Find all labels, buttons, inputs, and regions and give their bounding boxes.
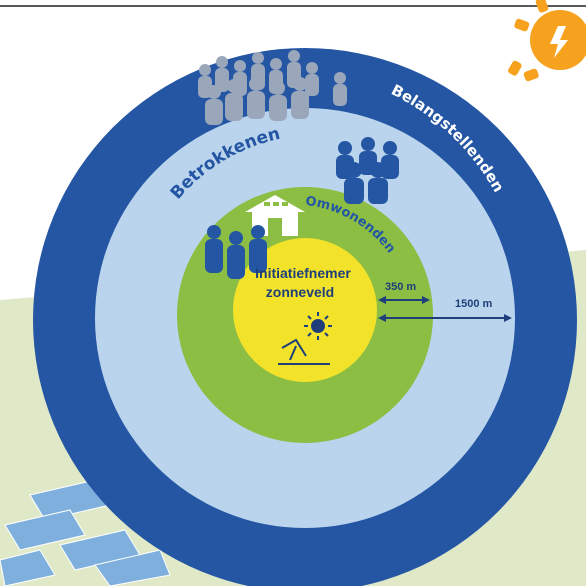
people-group-icon-omwonenden: [205, 225, 267, 279]
people-group-icon-betrokkenen: [336, 137, 399, 204]
distance-arrow-1500: [378, 314, 512, 322]
sun-icon: [508, 0, 586, 82]
center-label-line2: zonneveld: [266, 284, 334, 300]
distance-label-350: 350 m: [385, 281, 416, 293]
center-label-line1: Initiatiefnemer: [255, 265, 351, 281]
house-solar-icon: [245, 195, 305, 236]
solar-field-icon: [0, 479, 171, 586]
solar-panel-icon: [278, 312, 332, 365]
distance-arrow-350: [378, 296, 430, 304]
distance-label-1500: 1500 m: [455, 298, 493, 310]
center-initiatiefnemer: [233, 238, 377, 382]
people-group-icon: [198, 50, 347, 125]
